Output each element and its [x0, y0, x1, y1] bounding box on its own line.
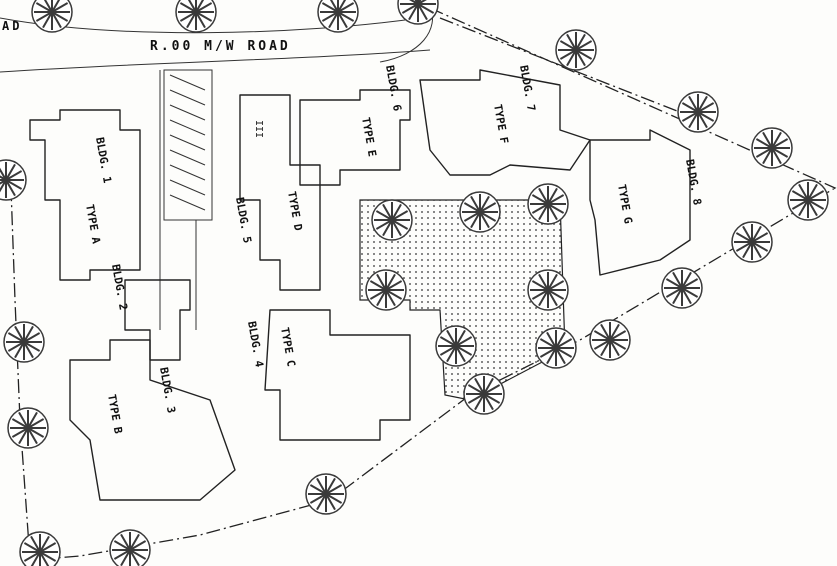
building-5-footprint — [239, 94, 321, 291]
label-type-d: TYPE D — [285, 190, 305, 232]
tree-icon — [397, 0, 439, 25]
tree-icon — [731, 221, 773, 263]
building-4-footprint — [264, 309, 411, 441]
label-bldg-4: BLDG. 4 — [245, 320, 266, 368]
tree-icon — [751, 127, 793, 169]
building-7-footprint — [419, 69, 591, 176]
tree-icon — [555, 29, 597, 71]
tree-icon — [175, 0, 217, 33]
label-type-e: TYPE E — [359, 116, 379, 157]
label-bldg-1: BLDG. 1 — [93, 136, 114, 184]
tree-icon — [109, 529, 151, 566]
tree-icon — [677, 91, 719, 133]
tree-icon — [19, 531, 61, 566]
tree-icon — [527, 183, 569, 225]
building-footprints — [29, 69, 691, 501]
label-type-a: TYPE A — [83, 203, 103, 245]
label-small-iii: III — [253, 120, 264, 138]
tree-icon — [589, 319, 631, 361]
road: R.00 M/W ROAD AD — [0, 4, 433, 73]
parking-area — [159, 69, 213, 330]
tree-icon — [661, 267, 703, 309]
tree-icon — [463, 373, 505, 415]
label-bldg-7: BLDG. 7 — [517, 64, 538, 112]
tree-icon — [317, 0, 359, 33]
label-bldg-6: BLDG. 6 — [383, 64, 404, 112]
tree-icon — [7, 407, 49, 449]
tree-icon — [305, 473, 347, 515]
building-1-footprint — [29, 109, 141, 281]
tree-icon — [365, 269, 407, 311]
tree-icon — [459, 191, 501, 233]
label-bldg-8: BLDG. 8 — [683, 158, 704, 206]
label-type-c: TYPE C — [278, 326, 298, 367]
tree-icon — [535, 327, 577, 369]
label-type-b: TYPE B — [105, 393, 125, 435]
label-type-f: TYPE F — [491, 103, 511, 144]
tree-icon — [371, 199, 413, 241]
label-type-g: TYPE G — [615, 183, 635, 225]
building-8-footprint — [589, 129, 691, 276]
building-3-footprint — [69, 339, 236, 501]
tree-icon — [3, 321, 45, 363]
tree-icon — [787, 179, 829, 221]
building-6-footprint — [299, 89, 411, 186]
tree-icon — [0, 159, 27, 201]
tree-icon — [435, 325, 477, 367]
building-2-footprint — [124, 279, 191, 361]
label-bldg-3: BLDG. 3 — [157, 366, 178, 414]
tree-icon — [527, 269, 569, 311]
road-edge-label: AD — [2, 19, 22, 33]
road-label: R.00 M/W ROAD — [150, 39, 291, 54]
tree-icon — [31, 0, 73, 33]
label-bldg-5: BLDG. 5 — [233, 196, 254, 244]
